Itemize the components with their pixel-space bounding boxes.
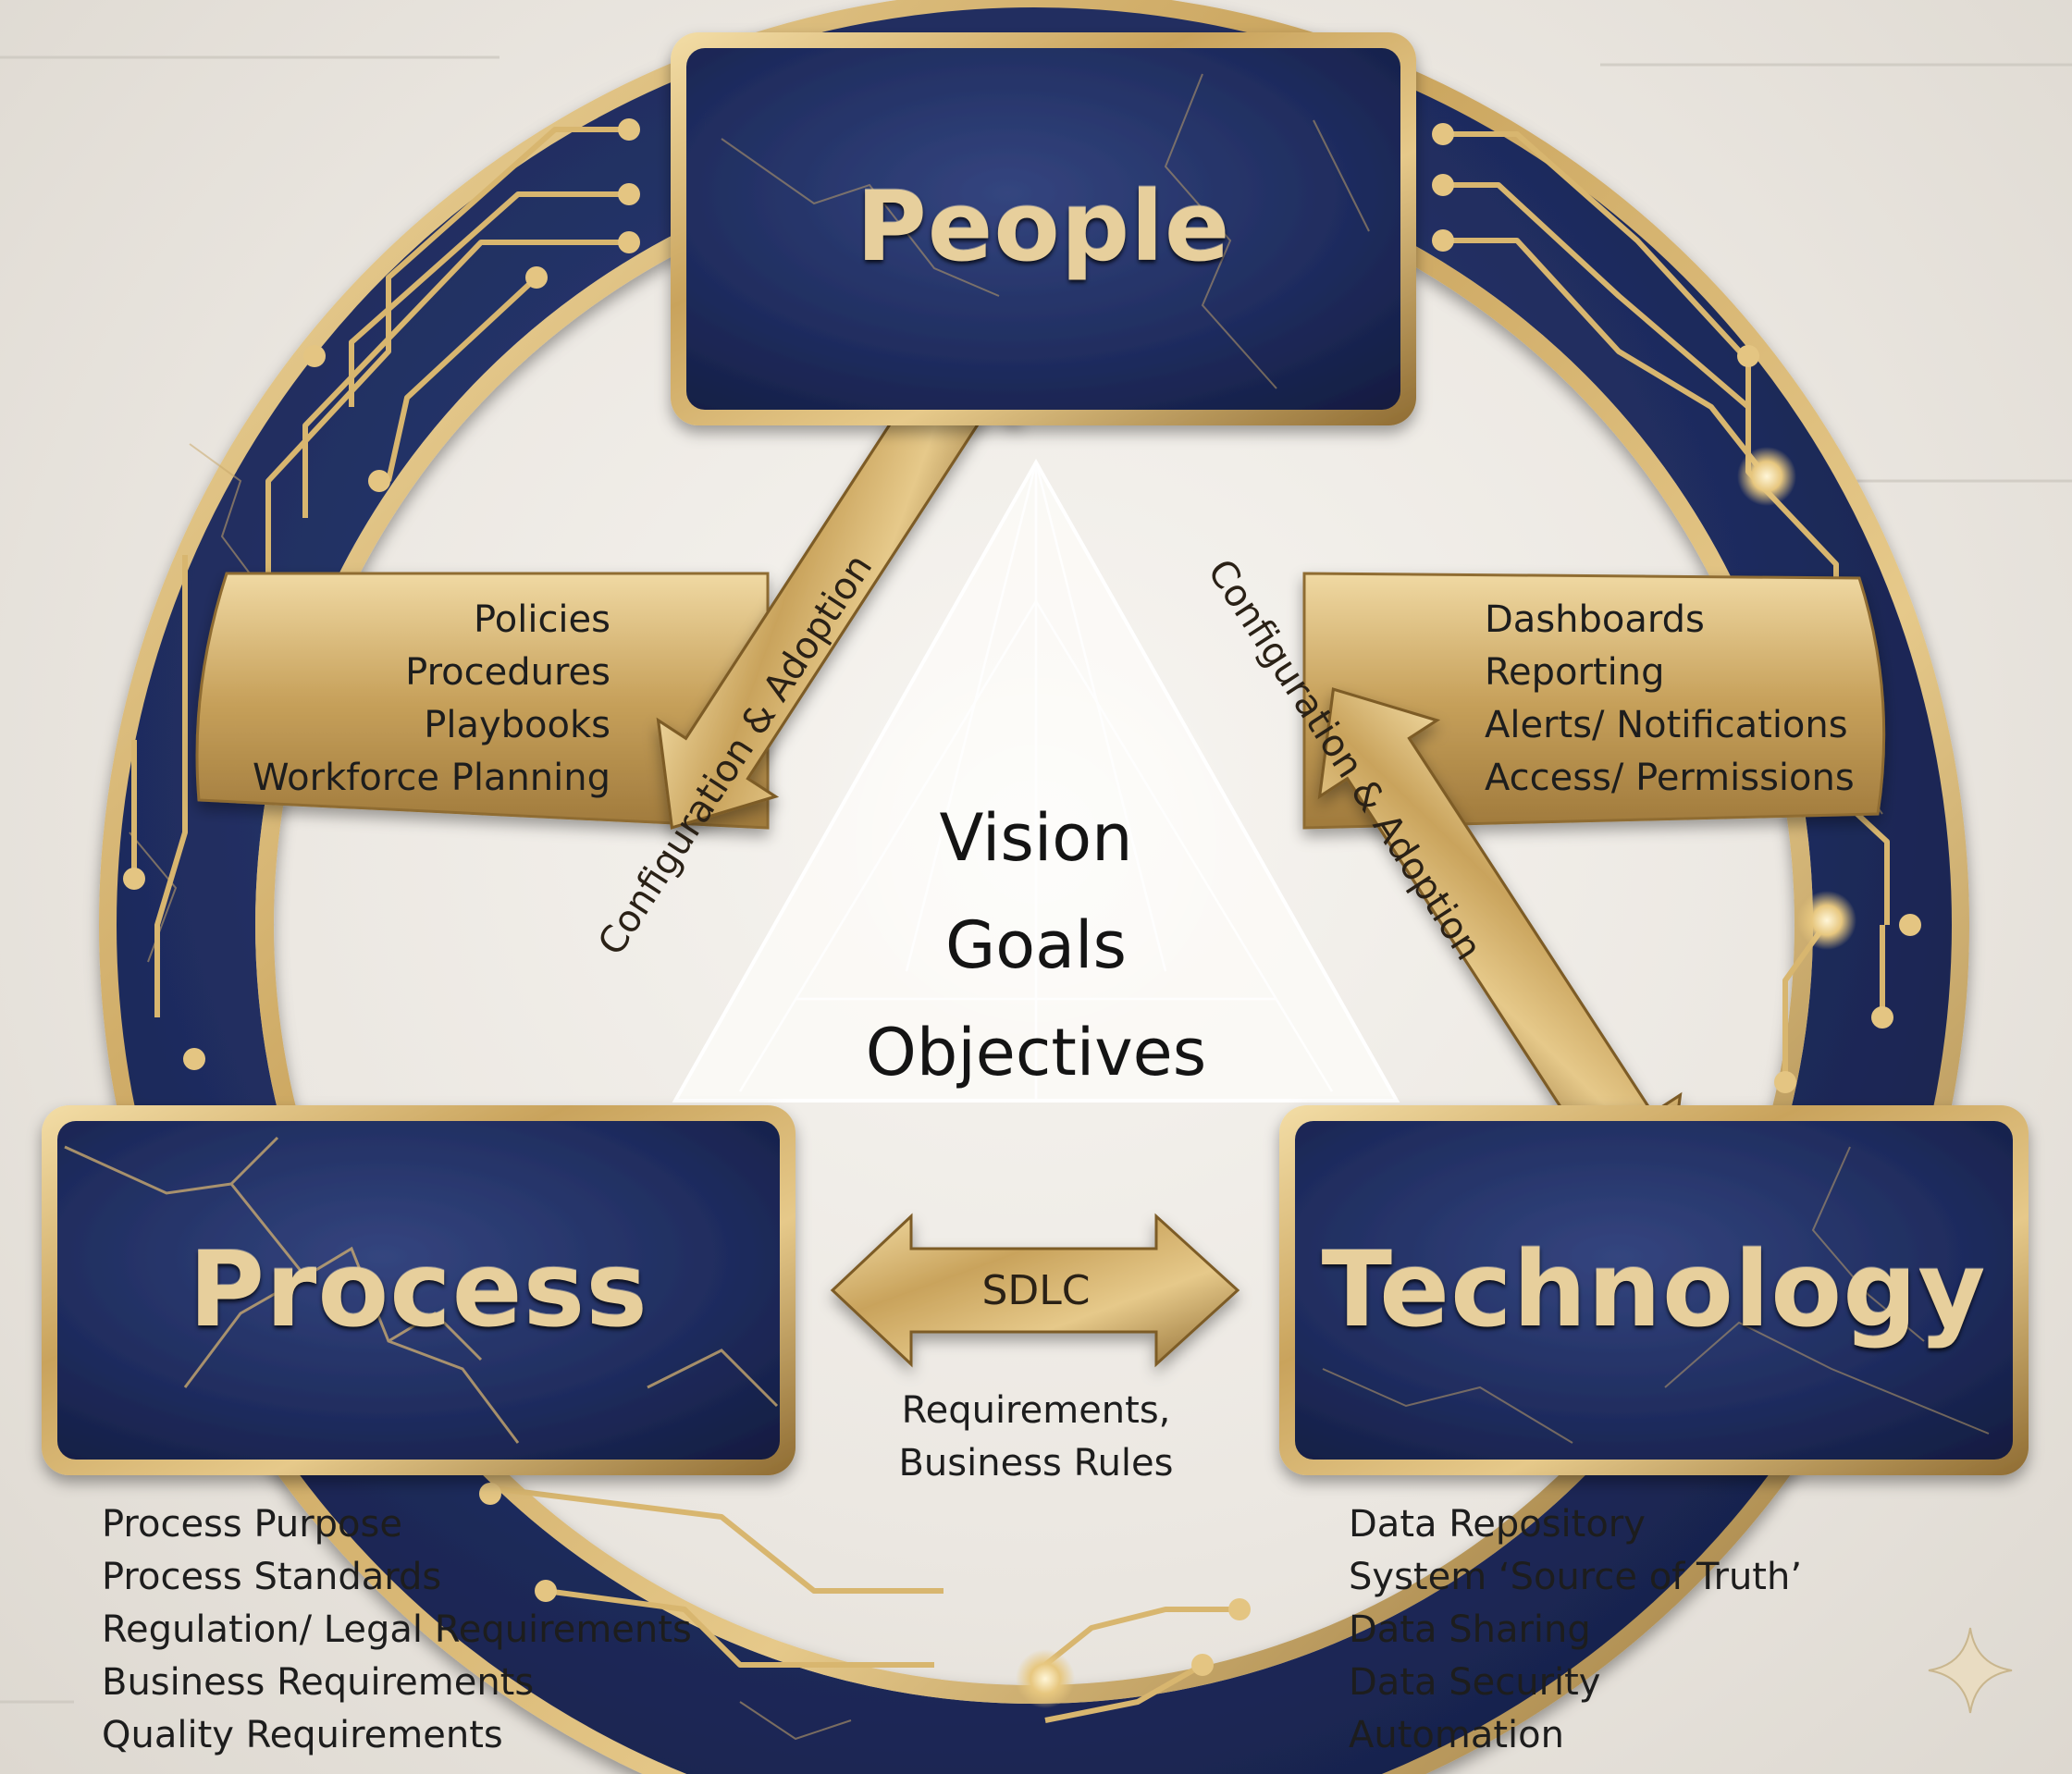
- list-item: Playbooks: [424, 704, 610, 746]
- list-item: Business Rules: [898, 1442, 1174, 1484]
- technology-label: Technology: [1321, 1230, 1987, 1350]
- list-item: Data Security: [1349, 1661, 1601, 1704]
- center-text: Vision Goals Objectives: [814, 784, 1258, 1106]
- list-item: Reporting: [1485, 651, 1665, 694]
- people-left-list: Policies Procedures Playbooks Workforce …: [231, 594, 610, 805]
- list-item: Data Repository: [1349, 1503, 1646, 1546]
- list-item: Automation: [1349, 1714, 1564, 1756]
- technology-details: Data Repository System ‘Source of Truth’…: [1349, 1498, 1830, 1762]
- center-line-goals: Goals: [945, 907, 1127, 983]
- list-item: Quality Requirements: [102, 1714, 503, 1756]
- sdlc-arrow-label: SDLC: [981, 1267, 1091, 1314]
- list-item: Process Standards: [102, 1556, 442, 1598]
- process-details: Process Purpose Process Standards Regula…: [102, 1498, 694, 1762]
- center-line-vision: Vision: [939, 800, 1133, 876]
- people-left-banner: [195, 572, 770, 830]
- people-label: People: [856, 170, 1231, 283]
- technology-box: [1279, 1105, 2029, 1475]
- people-box: [671, 32, 1416, 425]
- list-item: Requirements,: [901, 1389, 1171, 1432]
- arrow-process-technology: [830, 1213, 1240, 1368]
- process-label: Process: [189, 1230, 648, 1350]
- list-item: Alerts/ Notifications: [1485, 704, 1848, 746]
- list-item: Data Sharing: [1349, 1608, 1591, 1651]
- sparkle-icon: [1928, 1627, 2013, 1714]
- list-item: Business Requirements: [102, 1661, 535, 1704]
- process-box: [42, 1105, 796, 1475]
- list-item: System ‘Source of Truth’: [1349, 1556, 1803, 1598]
- center-line-objectives: Objectives: [865, 1015, 1207, 1090]
- glowing-nodes: [1016, 447, 1856, 1708]
- list-item: Procedures: [405, 651, 610, 694]
- list-item: Access/ Permissions: [1485, 757, 1855, 799]
- center-prism: [672, 458, 1400, 1103]
- list-item: Workforce Planning: [252, 757, 610, 799]
- list-item: Regulation/ Legal Requirements: [102, 1608, 692, 1651]
- sdlc-details: Requirements, Business Rules: [888, 1385, 1184, 1490]
- list-item: Dashboards: [1485, 598, 1705, 641]
- people-right-list: Dashboards Reporting Alerts/ Notificatio…: [1485, 594, 1873, 805]
- circuit-traces: [131, 127, 1890, 1723]
- list-item: Process Purpose: [102, 1503, 402, 1546]
- people-right-banner: [1302, 572, 1886, 830]
- list-item: Policies: [474, 598, 610, 641]
